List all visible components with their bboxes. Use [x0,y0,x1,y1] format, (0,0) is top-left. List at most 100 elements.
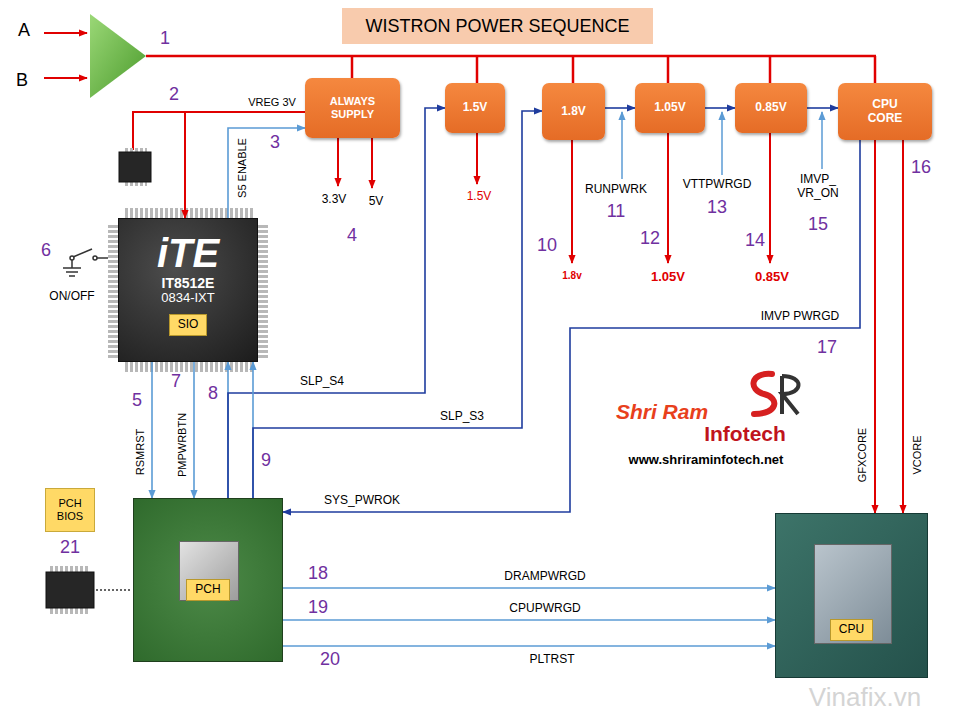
chip-label: SIO [169,314,208,336]
node-text: 0.85V [755,101,786,115]
callout-number: 14 [745,230,765,251]
callout-number: 4 [347,225,357,246]
signal-label: SLP_S4 [298,375,346,389]
main-power-bus [146,56,876,83]
callout-number: 11 [607,201,626,222]
signal-label: VCORE [911,433,924,476]
callout-number: 1 [160,28,170,49]
chip-label: CPU [830,619,873,641]
connector [605,107,635,109]
text-label: 5V [369,195,384,209]
callout-number: 7 [171,371,181,392]
connector [874,140,876,513]
text-label: Infotech [704,422,786,446]
connector [193,362,195,498]
signal-label: RSMRST [134,427,147,477]
callout-number: 20 [320,649,340,670]
signal-label: SLP_S3 [438,410,486,424]
logo-mark [754,374,799,414]
node-text: 1.05V [654,101,685,115]
callout-number: 15 [808,214,828,235]
callout-number: 10 [537,235,557,256]
bios-tag: PCH BIOS [45,488,95,532]
text-label: Vinafix.vn [809,683,921,713]
sio-chip: iTEIT8512E0834-IXT SIO [118,218,258,362]
sio-pins [108,208,268,372]
connector [151,362,153,498]
callout-number: 8 [208,383,218,404]
callout-number: 6 [41,240,51,261]
connector [705,107,735,109]
callout-number: 17 [817,337,837,358]
bios-flash-chip [46,566,132,614]
power-rail-box: 1.05V [635,83,705,133]
signal-label: PMPWRBTN [176,411,189,479]
text-label: 1.05V [651,270,685,285]
node-text: PCH BIOS [49,497,91,522]
rail-output-arrows [338,133,770,263]
node-text: iTE [157,231,219,275]
amplifier-symbol [90,14,146,98]
text-label: VTTPWRGD [683,178,752,192]
power-rail-box: 0.85V [735,83,807,133]
vreg-branch [133,112,185,150]
connector [253,111,542,498]
text-label: ON/OFF [49,290,94,304]
signal-label: IMVP PWRGD [759,310,841,324]
node-text: 0834-IXT [161,291,214,306]
signal-label: PLTRST [527,653,576,667]
connector [807,107,838,109]
node-text: 1.5V [463,101,488,115]
text-label: RUNPWRK [585,183,647,197]
text-label: 1.5V [467,190,492,204]
signal-label: GFXCORE [856,426,869,484]
connector [283,140,860,512]
text-label: 0.85V [755,270,789,285]
callout-number: 16 [911,157,931,178]
flash-chip [119,148,151,186]
callout-number: 18 [308,563,328,584]
text-label: A [18,20,30,41]
node-text: IT8512E [162,275,215,291]
connector [228,128,305,218]
connector [283,619,775,621]
callout-number: 5 [132,390,142,411]
input-arrow [44,77,87,79]
text-label: Shri Ram [616,400,708,424]
signal-label: S5 ENABLE [236,136,249,200]
power-rail-box: CPU CORE [838,83,932,140]
switch-symbol [63,249,108,276]
connector [283,645,775,647]
callout-number: 13 [707,197,727,218]
text-label: www.shriraminfotech.net [629,453,784,468]
text-label: 1.8v [562,270,581,282]
callout-number: 9 [261,450,271,471]
connector [283,587,775,589]
power-rail-box: 1.8V [542,83,605,140]
power-rail-box: ALWAYS SUPPLY [305,78,400,138]
callout-number: 3 [270,132,280,153]
connector [185,112,305,218]
callout-number: 2 [169,84,179,105]
text-label: SYS_PWROK [324,494,400,508]
text-label: 3.3V [322,193,347,207]
power-rail-box: 1.5V [445,83,505,133]
signal-label: DRAMPWRGD [502,570,587,584]
cpu-chip: CPU [775,513,928,678]
text-label: IMVP_ VR_ON [792,173,844,201]
pch-chip: PCH [133,498,283,662]
title-banner: WISTRON POWER SEQUENCE [342,8,653,44]
connector [902,140,904,513]
text-label: B [16,70,28,91]
callout-number: 12 [640,228,660,249]
node-text: ALWAYS SUPPLY [311,95,394,120]
signal-label: CPUPWRGD [507,602,582,616]
callout-number: 21 [60,537,80,558]
node-text: CPU CORE [861,98,909,126]
callout-number: 19 [308,597,328,618]
input-arrow [44,32,87,34]
node-text: 1.8V [561,105,586,119]
chip-label: PCH [186,579,229,601]
signal-label: VREG 3V [246,96,298,109]
